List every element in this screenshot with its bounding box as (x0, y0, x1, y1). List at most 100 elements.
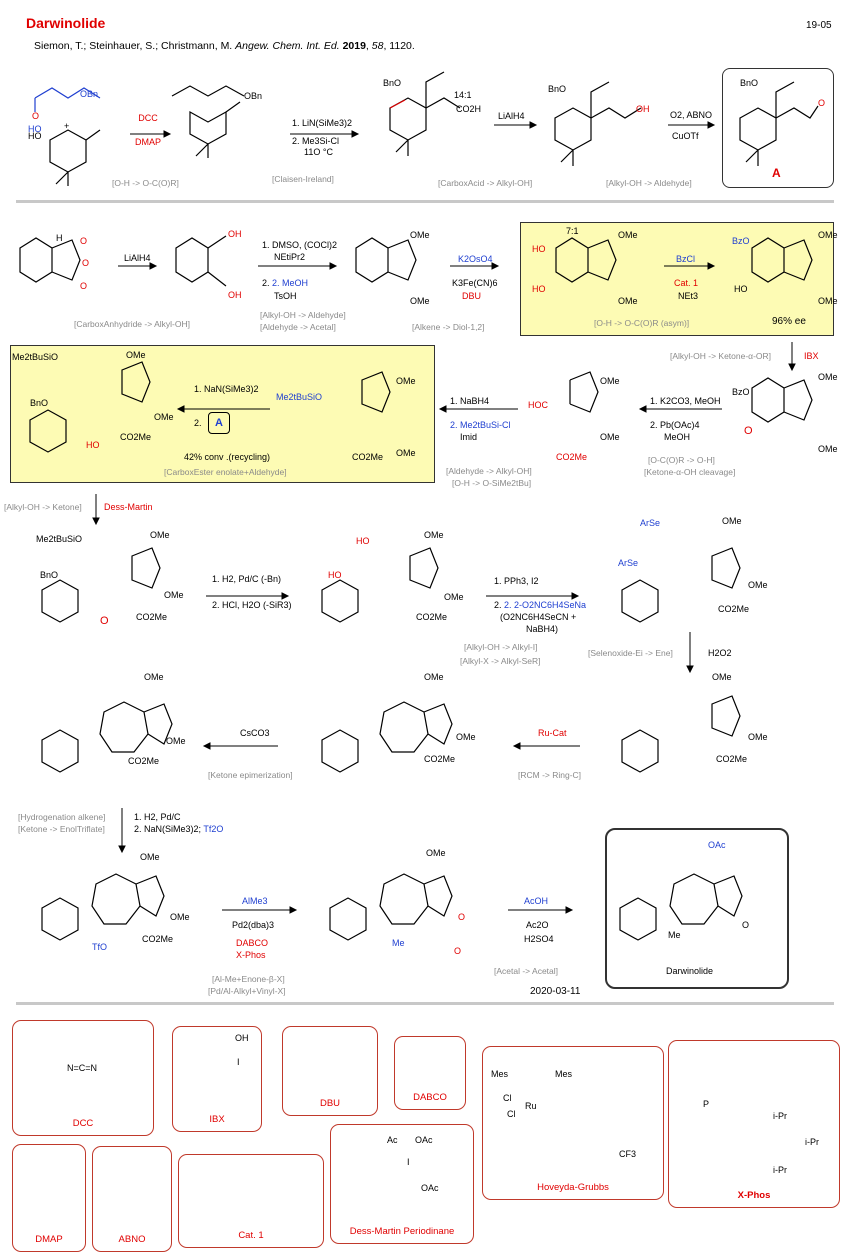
atom-ome-13: OMe (126, 350, 146, 360)
atom-bno-3: BnO (740, 78, 759, 88)
tag-methylation: [Al-Me+Enone-β-X] (212, 974, 285, 984)
atom-ho-aldol: HO (86, 440, 100, 450)
reagent-lialh4: LiAlH4 (498, 111, 525, 121)
atom-bzo-2: BzO (732, 387, 750, 397)
separator-2 (16, 1002, 834, 1005)
reagent-desilylation: 2. HCl, H2O (-SiR3) (212, 600, 292, 610)
atom-ome-4: OMe (618, 296, 638, 306)
atom-ome-20: OMe (748, 580, 768, 590)
dmp-oac1: OAc (415, 1135, 433, 1145)
atom-co2me-7: CO2Me (716, 754, 748, 764)
reagent-acoh: AcOH (524, 896, 549, 906)
atom-ome-2: OMe (410, 296, 430, 306)
reagent-hydrogenolysis: 1. H2, Pd/C (-Bn) (212, 574, 282, 584)
highlight-box-desymmetrization (520, 222, 834, 336)
page-title: Darwinolide (26, 15, 106, 31)
legend-card-hoveyda-grubbs: Mes Mes Cl Cl Ru CF3 Hoveyda-Grubbs (482, 1046, 664, 1200)
legend-card-dabco: DABCO (394, 1036, 466, 1110)
reagent-dcc: DCC (138, 113, 158, 123)
atom-ome-8: OMe (818, 444, 838, 454)
hg-cf3: CF3 (619, 1149, 637, 1159)
atom-co2me-4: CO2Me (136, 612, 168, 622)
reagent-pd2dba3: Pd2(dba)3 (232, 920, 275, 930)
reagent-meoh: 2. MeOH (272, 278, 309, 288)
atom-co2me-5: CO2Me (416, 612, 448, 622)
tag-claisen: [Claisen-Ireland] (272, 174, 334, 184)
atom-ome-15: OMe (150, 530, 170, 540)
dmp-ac1: Ac (387, 1135, 398, 1145)
reagent-dmap: DMAP (134, 137, 161, 147)
atom-bno: BnO (383, 78, 402, 88)
ibx-i: I (237, 1057, 240, 1067)
journal: Angew. Chem. Int. Ed. (235, 40, 340, 52)
ratio-claisen: 14:1 (454, 90, 472, 100)
atom-ho-diol: HO (532, 244, 546, 254)
atom-co2me-1: CO2Me (556, 452, 588, 462)
atom-bzo: BzO (732, 236, 750, 246)
legend-label-abno: ABNO (118, 1234, 146, 1245)
highlight-box-aldol (10, 345, 435, 483)
atom-ome-16: OMe (164, 590, 184, 600)
tag-enol-triflate: [Ketone -> EnolTriflate] (18, 824, 105, 834)
atom-oac: OAc (708, 840, 726, 850)
legend-card-dmap: DMAP (12, 1144, 86, 1252)
tag-cleavage: [Ketone-α-OH cleavage] (644, 467, 736, 477)
reagent-ac2o: Ac2O (526, 920, 549, 930)
reagent-meoh-2: MeOH (664, 432, 691, 442)
reagent-k2oso4: K2OsO4 (458, 254, 493, 264)
atom-ho: HO (28, 124, 42, 134)
atom-ome-3: OMe (618, 230, 638, 240)
conversion-note: 42% conv .(recycling) (184, 452, 271, 462)
hg-mes2: Mes (555, 1069, 573, 1079)
xphos-p: P (703, 1099, 710, 1109)
legend-card-xphos: P i-Pr i-Pr i-Pr X-Phos (668, 1040, 840, 1208)
reagent-nabh4-2: NaBH4) (526, 624, 559, 634)
legend-label-dess-martin: Dess-Martin Periodinane (349, 1226, 455, 1237)
reagent-tf2o: Tf2O (203, 824, 224, 834)
legend-label-dabco: DABCO (413, 1092, 447, 1103)
ee-value: 96% ee (772, 316, 806, 327)
reagent-bzcl: BzCl (676, 254, 696, 264)
tag-acetal: [Aldehyde -> Acetal] (260, 322, 336, 332)
atom-ome-17: OMe (424, 530, 444, 540)
atom-o-diketone: O (100, 615, 109, 627)
legend-label-cat1: Cat. 1 (238, 1230, 264, 1241)
tag-ibx: [Alkyl-OH -> Ketone-α-OR] (670, 351, 772, 361)
final-product-label: Darwinolide (666, 966, 714, 976)
reagent-imid: Imid (460, 432, 478, 442)
atom-me: Me (392, 938, 405, 948)
tag-transacetalization: [Acetal -> Acetal] (494, 966, 559, 976)
reagent-h2so4: H2SO4 (524, 934, 554, 944)
reagent-o2-abno: O2, ABNO (670, 110, 713, 120)
reagent-dipea: NEtiPr2 (274, 252, 306, 262)
atom-ome-23: OMe (424, 672, 444, 682)
reagent-nahmds-2: 2. NaN(SiMe3)2; (134, 824, 202, 834)
hg-ru: Ru (525, 1101, 537, 1111)
reagent-csco3: CsCO3 (240, 728, 270, 738)
reagent-cat1: Cat. 1 (674, 278, 699, 288)
reagent-step2: 2. (194, 418, 202, 428)
atom-ome-12: OMe (396, 448, 416, 458)
tag-rcm: [RCM -> Ring-C] (518, 770, 582, 780)
atom-hoc: HOC (528, 400, 548, 410)
atom-o-an3: O (80, 281, 88, 291)
atom-bno-5: BnO (40, 570, 59, 580)
atom-o-final: O (742, 920, 750, 930)
volume: 58 (371, 40, 384, 52)
atom-ome-9: OMe (600, 376, 620, 386)
legend-label-dcc: DCC (72, 1118, 94, 1129)
reagent-tmscl: 2. Me3Si-Cl (292, 136, 340, 146)
atom-co2me-2: CO2Me (352, 452, 384, 462)
atom-ome-14: OMe (154, 412, 174, 422)
reagent-nahmds: 1. NaN(SiMe3)2 (194, 384, 259, 394)
reagent-tbscl: 2. Me2tBuSi-Cl (450, 420, 511, 430)
atom-ome-10: OMe (600, 432, 620, 442)
atom-co2me-9: CO2Me (128, 756, 160, 766)
tag-esterification: [O-H -> O-C(O)R] (112, 178, 179, 188)
atom-arse-1: ArSe (640, 518, 661, 528)
atom-oh: OH (636, 104, 650, 114)
xphos-ipr1: i-Pr (773, 1111, 787, 1121)
atom-arse-2: ArSe (618, 558, 639, 568)
ibx-oh: OH (235, 1033, 249, 1043)
tag-iodination: [Alkyl-OH -> Alkyl-I] (464, 642, 538, 652)
